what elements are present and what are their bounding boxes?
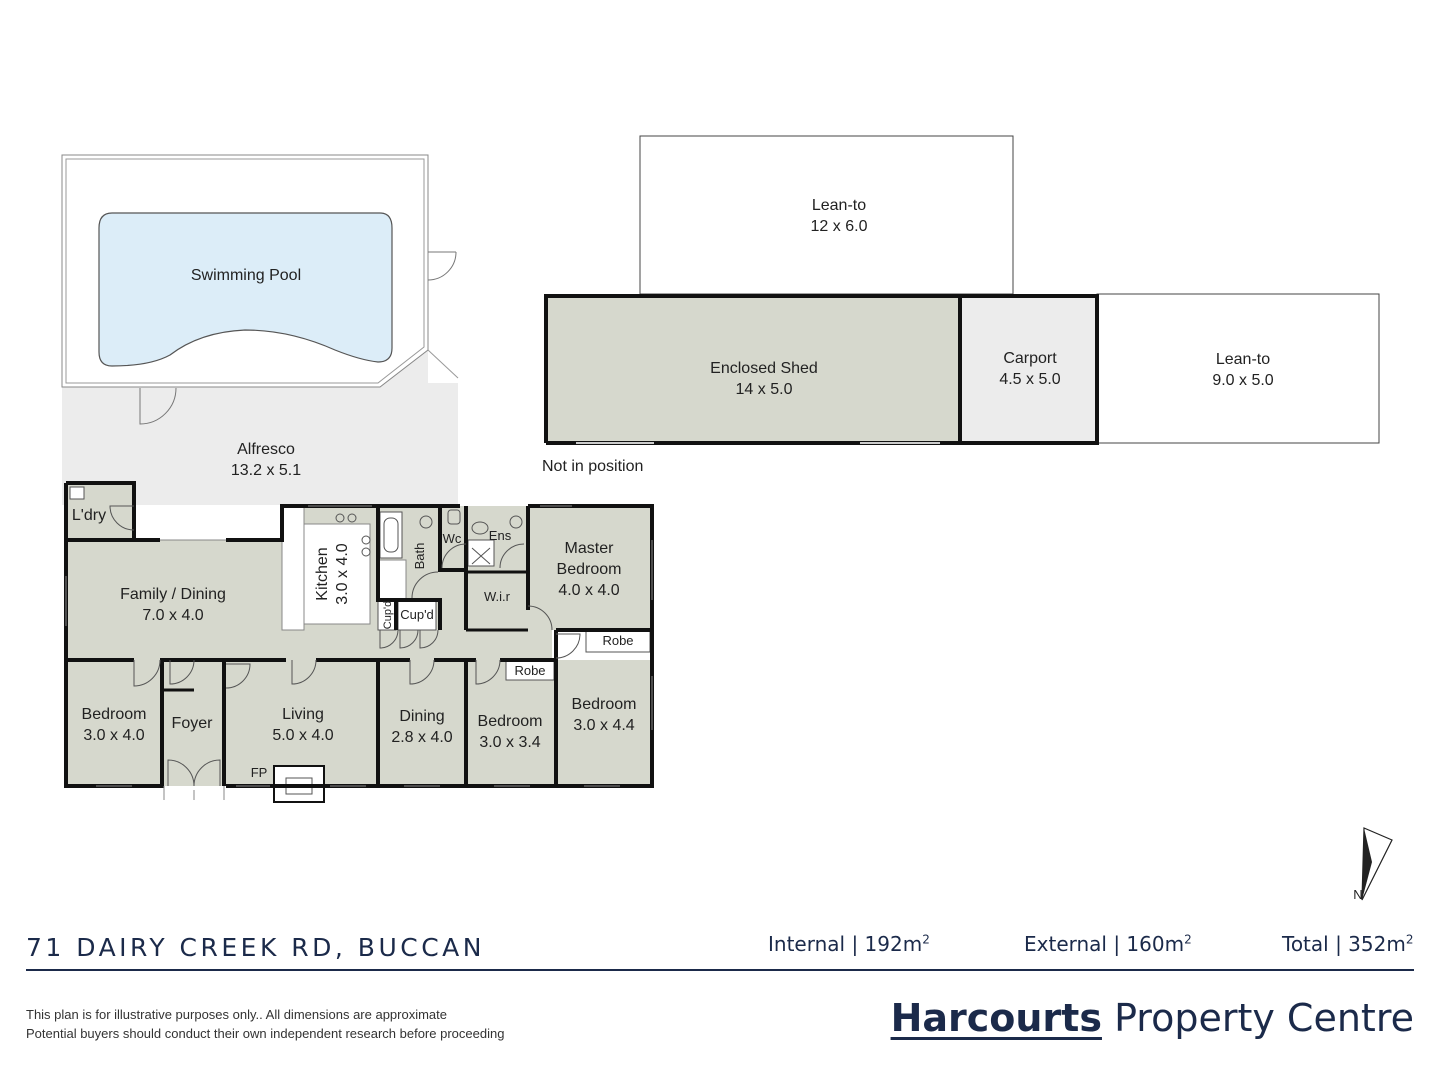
disclaimer-line-2: Potential buyers should conduct their ow…	[26, 1026, 505, 1041]
footer-divider	[26, 969, 1414, 971]
carport-label: Carport	[1003, 350, 1057, 367]
lean-to-top-dims: 12 x 6.0	[811, 218, 868, 235]
room-label-bedroom-2: Bedroom	[478, 713, 543, 730]
room-label-kitchen: Kitchen	[314, 547, 331, 600]
fixtures	[335, 509, 523, 565]
room-dims-dining: 2.8 x 4.0	[391, 729, 452, 746]
room-dims-kitchen: 3.0 x 4.0	[334, 543, 351, 604]
room-label-laundry: L'dry	[72, 507, 106, 524]
room-dims-master-bedroom: 4.0 x 4.0	[558, 582, 619, 599]
outbuildings	[544, 135, 1380, 445]
room-label-robe-1: Robe	[602, 633, 633, 648]
total-area: Total | 352m2	[1282, 932, 1414, 956]
room-dims-living: 5.0 x 4.0	[272, 727, 333, 744]
lean-to-right	[1096, 293, 1380, 444]
room-label-bedroom-3: Bedroom	[572, 696, 637, 713]
not-in-position-note: Not in position	[542, 458, 643, 475]
external-area: External | 160m2	[1024, 932, 1192, 956]
brand-logo: Harcourts Property Centre	[891, 996, 1414, 1040]
property-address: 71 DAIRY CREEK RD, BUCCAN	[26, 933, 485, 962]
room-label-alfresco: Alfresco	[237, 441, 295, 458]
room-dims-alfresco: 13.2 x 5.1	[231, 462, 301, 479]
pool-area	[61, 154, 459, 505]
brand-suffix: Property Centre	[1114, 996, 1414, 1040]
enclosed-shed	[546, 296, 960, 443]
carport	[960, 296, 1097, 443]
brand-name: Harcourts	[890, 996, 1102, 1040]
north-compass-icon	[1361, 827, 1393, 901]
room-label-dining: Dining	[399, 708, 444, 725]
room-label-master-bedroom-1: Master	[565, 540, 615, 557]
disclaimer-line-1: This plan is for illustrative purposes o…	[26, 1007, 448, 1022]
enclosed-shed-dims: 14 x 5.0	[736, 381, 793, 398]
room-label-cupd-1: Cup'd	[382, 601, 394, 629]
room-label-wc: Wc	[443, 531, 462, 546]
room-dims-bedroom-1: 3.0 x 4.0	[83, 727, 144, 744]
internal-area: Internal | 192m2	[768, 932, 930, 956]
lean-to-right-label: Lean-to	[1216, 351, 1270, 368]
room-dims-bedroom-2: 3.0 x 3.4	[479, 734, 540, 751]
doors	[133, 543, 581, 787]
lean-to-top-label: Lean-to	[812, 197, 866, 214]
room-dims-bedroom-3: 3.0 x 4.4	[573, 717, 634, 734]
room-label-cupd-2: Cup'd	[400, 607, 434, 622]
room-label-foyer: Foyer	[172, 715, 214, 732]
carport-dims: 4.5 x 5.0	[999, 371, 1060, 388]
room-label-swimming-pool: Swimming Pool	[191, 267, 301, 284]
enclosed-shed-label: Enclosed Shed	[710, 360, 818, 377]
laundry-room	[66, 481, 136, 540]
compass-north-label: N	[1353, 887, 1362, 902]
room-label-ens: Ens	[489, 528, 512, 543]
pool-water	[98, 212, 393, 367]
room-label-living: Living	[282, 706, 324, 723]
room-label-wir: W.i.r	[484, 589, 511, 604]
room-label-bedroom-1: Bedroom	[82, 706, 147, 723]
room-label-family-dining: Family / Dining	[120, 586, 226, 603]
lean-to-top	[639, 135, 1014, 295]
room-label-master-bedroom-2: Bedroom	[557, 561, 622, 578]
room-label-robe-2: Robe	[514, 663, 545, 678]
room-label-fireplace: FP	[251, 765, 268, 780]
room-label-bath: Bath	[412, 543, 427, 570]
room-dims-family-dining: 7.0 x 4.0	[142, 607, 203, 624]
lean-to-right-dims: 9.0 x 5.0	[1212, 372, 1273, 389]
